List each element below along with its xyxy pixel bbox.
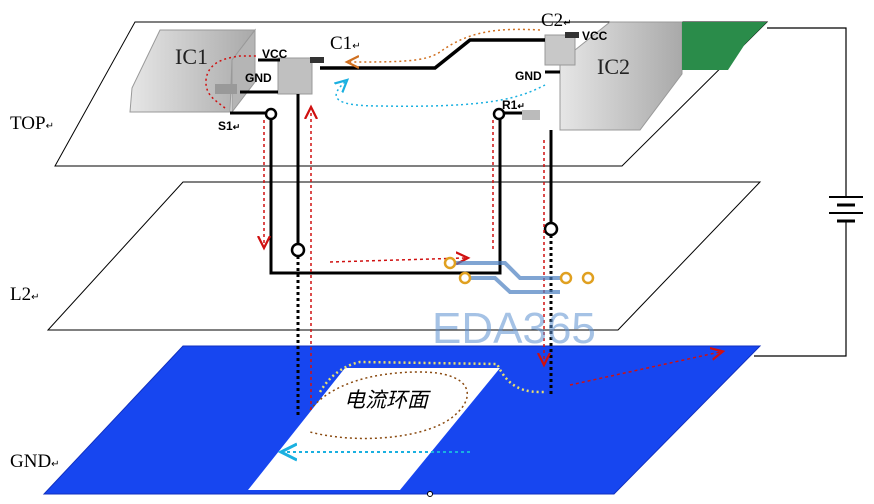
l2-plane	[46, 181, 762, 331]
vcc2-label: VCC	[582, 29, 608, 43]
s1-label: S1↵	[218, 119, 240, 133]
layer-label-top: TOP↵	[10, 113, 54, 134]
c2-label: C2↵	[541, 10, 572, 31]
current-loop-brown	[309, 371, 469, 440]
watermark-text: EDA365	[432, 304, 596, 353]
current-red-s1-down	[205, 55, 258, 109]
current-orange-top	[350, 28, 541, 62]
via-l2-right	[543, 221, 559, 237]
c2-dark	[565, 32, 579, 38]
current-loop-label: 电流环面	[344, 388, 431, 412]
gnd-plane-cutout	[248, 368, 500, 490]
gnd2-label: GND	[515, 69, 542, 83]
c2-pad	[544, 34, 576, 66]
gnd-current-red	[569, 352, 720, 386]
ic2-label: IC2	[597, 54, 630, 79]
ic1-label: IC1	[175, 44, 208, 69]
c1-pad	[277, 57, 313, 95]
battery-wire-bottom	[754, 222, 847, 357]
layer-label-l2: L2↵	[10, 284, 40, 305]
origin-dot	[427, 491, 433, 497]
current-cyan-top	[336, 82, 546, 107]
top-trace-c1-c2	[320, 38, 545, 70]
via-l2-left	[290, 242, 306, 258]
r1-label: R1↵	[502, 98, 525, 112]
battery-pad	[682, 22, 767, 70]
watermark-logo-icon	[443, 256, 595, 294]
c1-label: C1↵	[330, 33, 361, 54]
s1-pad	[215, 84, 237, 94]
c1-dark	[310, 57, 324, 63]
battery-wire-top	[767, 27, 847, 196]
vcc1-label: VCC	[262, 47, 288, 61]
ic2-body	[559, 21, 683, 131]
r1-pad	[522, 110, 540, 120]
layer-label-gnd: GND↵	[10, 451, 60, 472]
ic1-side	[231, 28, 256, 114]
gnd1-label: GND	[245, 71, 272, 85]
via-s1	[264, 107, 278, 121]
l2-current-red	[329, 258, 465, 262]
